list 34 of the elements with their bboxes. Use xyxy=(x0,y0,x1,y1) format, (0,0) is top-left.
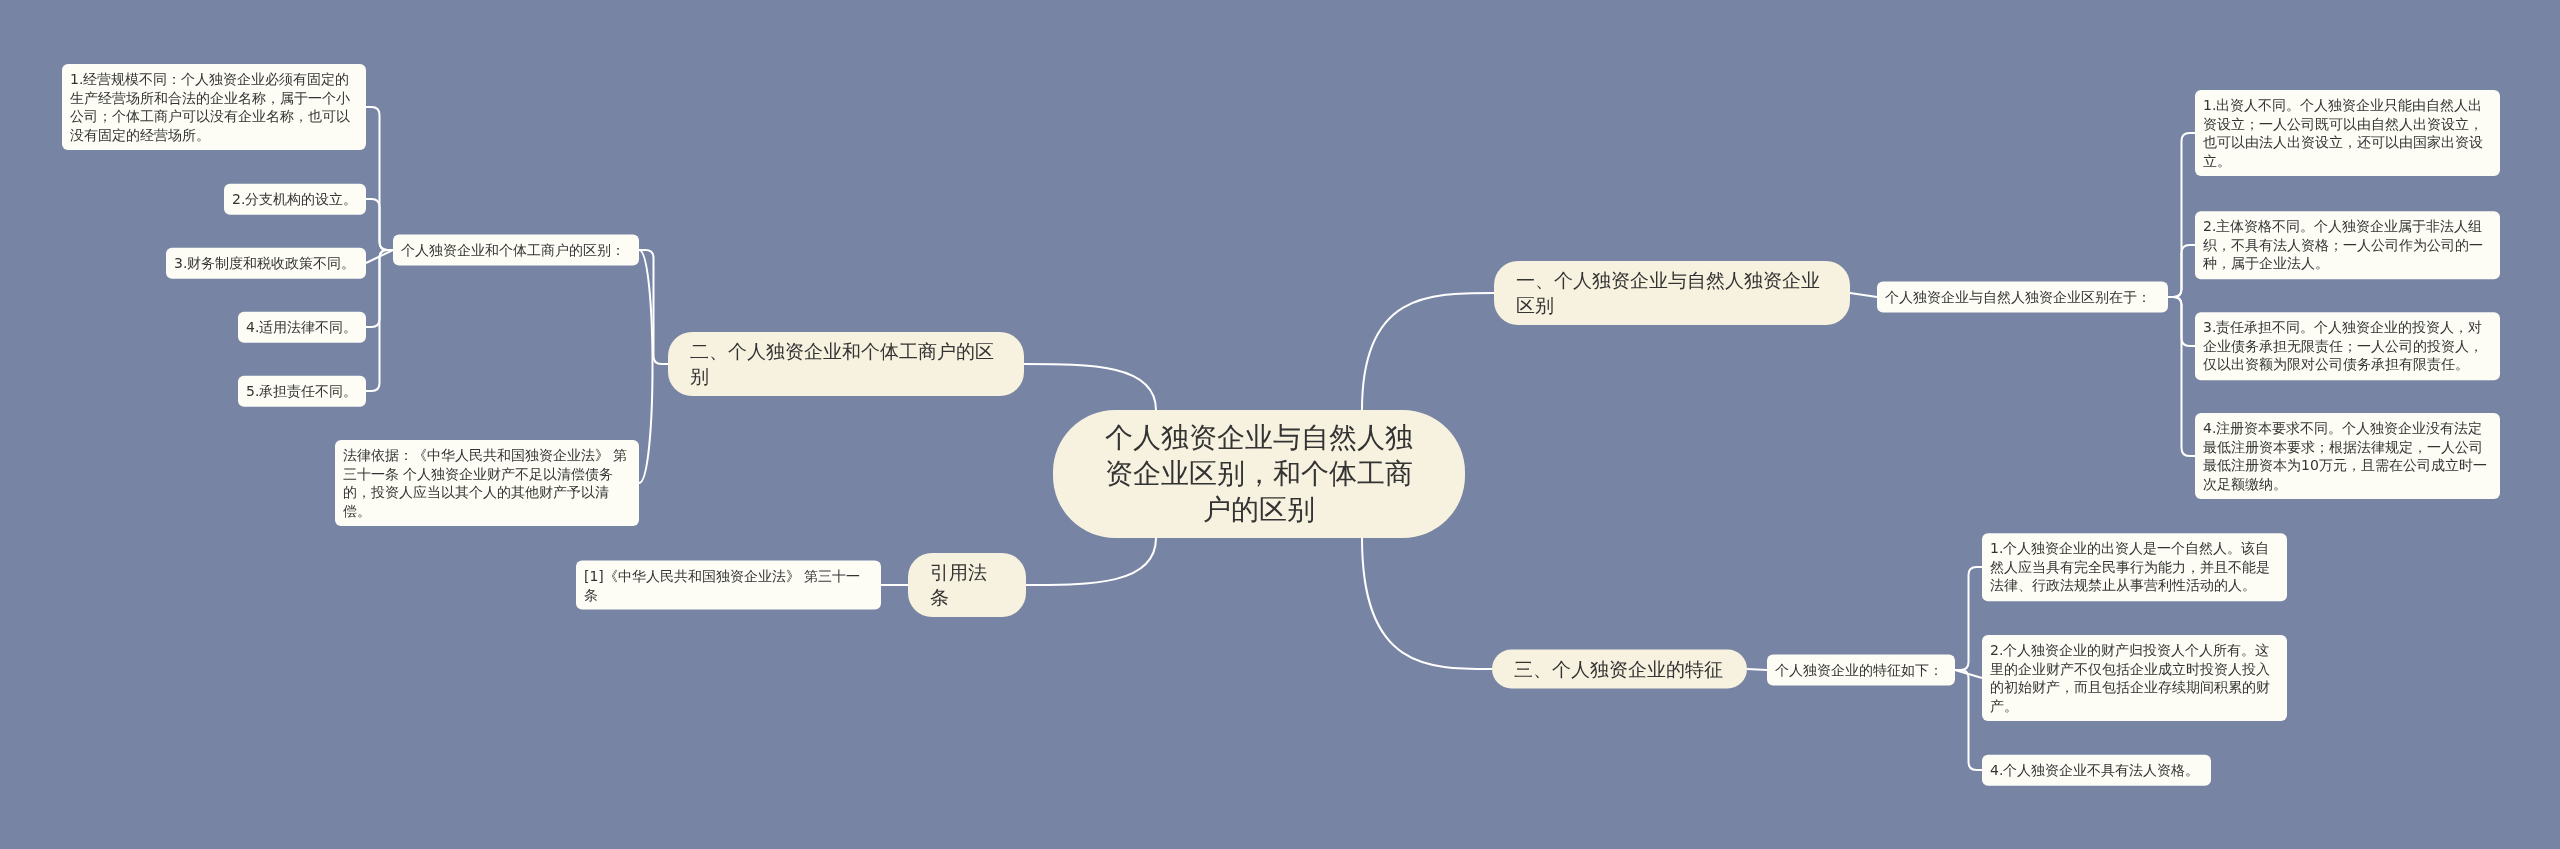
note-card: 3.责任承担不同。个人独资企业的投资人，对企业债务承担无限责任；一人公司的投资人，仅以出资额为限对公司债务承担有限责任。 xyxy=(2195,312,2500,380)
subtopic-label: 个人独资企业与自然人独资企业区别在于： xyxy=(1877,281,2168,313)
connector-line xyxy=(638,249,654,484)
note-card: 2.分支机构的设立。 xyxy=(224,183,366,215)
note-card: 1.经营规模不同：个人独资企业必须有固定的生产经营场所和合法的企业名称，属于一个小公司；个体工商户可以没有企业名称，也可以没有固定的经营场所。 xyxy=(62,64,366,150)
central-topic-pill: 个人独资企业与自然人独资企业区别，和个体工商户的区别 xyxy=(1053,410,1465,538)
note-card: 4.个人独资企业不具有法人资格。 xyxy=(1982,754,2211,786)
connector-line xyxy=(1023,363,1157,411)
connector-line xyxy=(1025,537,1157,586)
connector-line xyxy=(638,249,669,365)
note-card: 5.承担责任不同。 xyxy=(238,375,366,407)
note-card: 1.个人独资企业的出资人是一个自然人。该自然人应当具有完全民事行为能力，并且不能是法律、行政法规禁止从事营利性活动的人。 xyxy=(1982,533,2287,601)
note-card: 4.适用法律不同。 xyxy=(238,311,366,343)
branch-topic-pill: 三、个人独资企业的特征 xyxy=(1492,649,1747,689)
branch-topic-pill: 一、个人独资企业与自然人独资企业区别 xyxy=(1494,261,1850,325)
subtopic-label: 个人独资企业的特征如下： xyxy=(1767,654,1955,686)
branch-topic-pill: 二、个人独资企业和个体工商户的区别 xyxy=(668,332,1024,396)
note-card: 2.个人独资企业的财产归投资人个人所有。这里的企业财产不仅包括企业成立时投资人投入的初始财产，而且包括企业存续期间积累的财产。 xyxy=(1982,635,2287,721)
connector-line xyxy=(880,584,909,586)
note-card: [1]《中华人民共和国独资企业法》 第三十一条 xyxy=(576,560,881,610)
connector-line xyxy=(2167,296,2196,457)
note-card: 1.出资人不同。个人独资企业只能由自然人出资设立；一人公司既可以由自然人出资设立，也可以由法人出资设立，还可以由国家出资设立。 xyxy=(2195,90,2500,176)
note-card: 3.财务制度和税收政策不同。 xyxy=(166,247,366,279)
connector-line xyxy=(365,249,394,264)
connector-line xyxy=(1849,292,1878,298)
connector-line xyxy=(1361,537,1493,670)
connector-line xyxy=(1746,668,1768,671)
connector-line xyxy=(1361,292,1495,411)
connector-line xyxy=(1954,669,1983,679)
note-card: 法律依据：《中华人民共和国独资企业法》 第三十一条 个人独资企业财产不足以清偿债务的，投资人应当以其个人的其他财产予以清偿。 xyxy=(335,440,639,526)
note-card: 4.注册资本要求不同。个人独资企业没有法定最低注册资本要求；根据法律规定，一人公司最低注册资本为10万元，且需在公司成立时一次足额缴纳。 xyxy=(2195,413,2500,499)
branch-topic-pill: 引用法条 xyxy=(908,553,1026,617)
subtopic-label: 个人独资企业和个体工商户的区别： xyxy=(393,234,639,266)
note-card: 2.主体资格不同。个人独资企业属于非法人组织，不具有法人资格；一人公司作为公司的一种，属于企业法人。 xyxy=(2195,211,2500,279)
